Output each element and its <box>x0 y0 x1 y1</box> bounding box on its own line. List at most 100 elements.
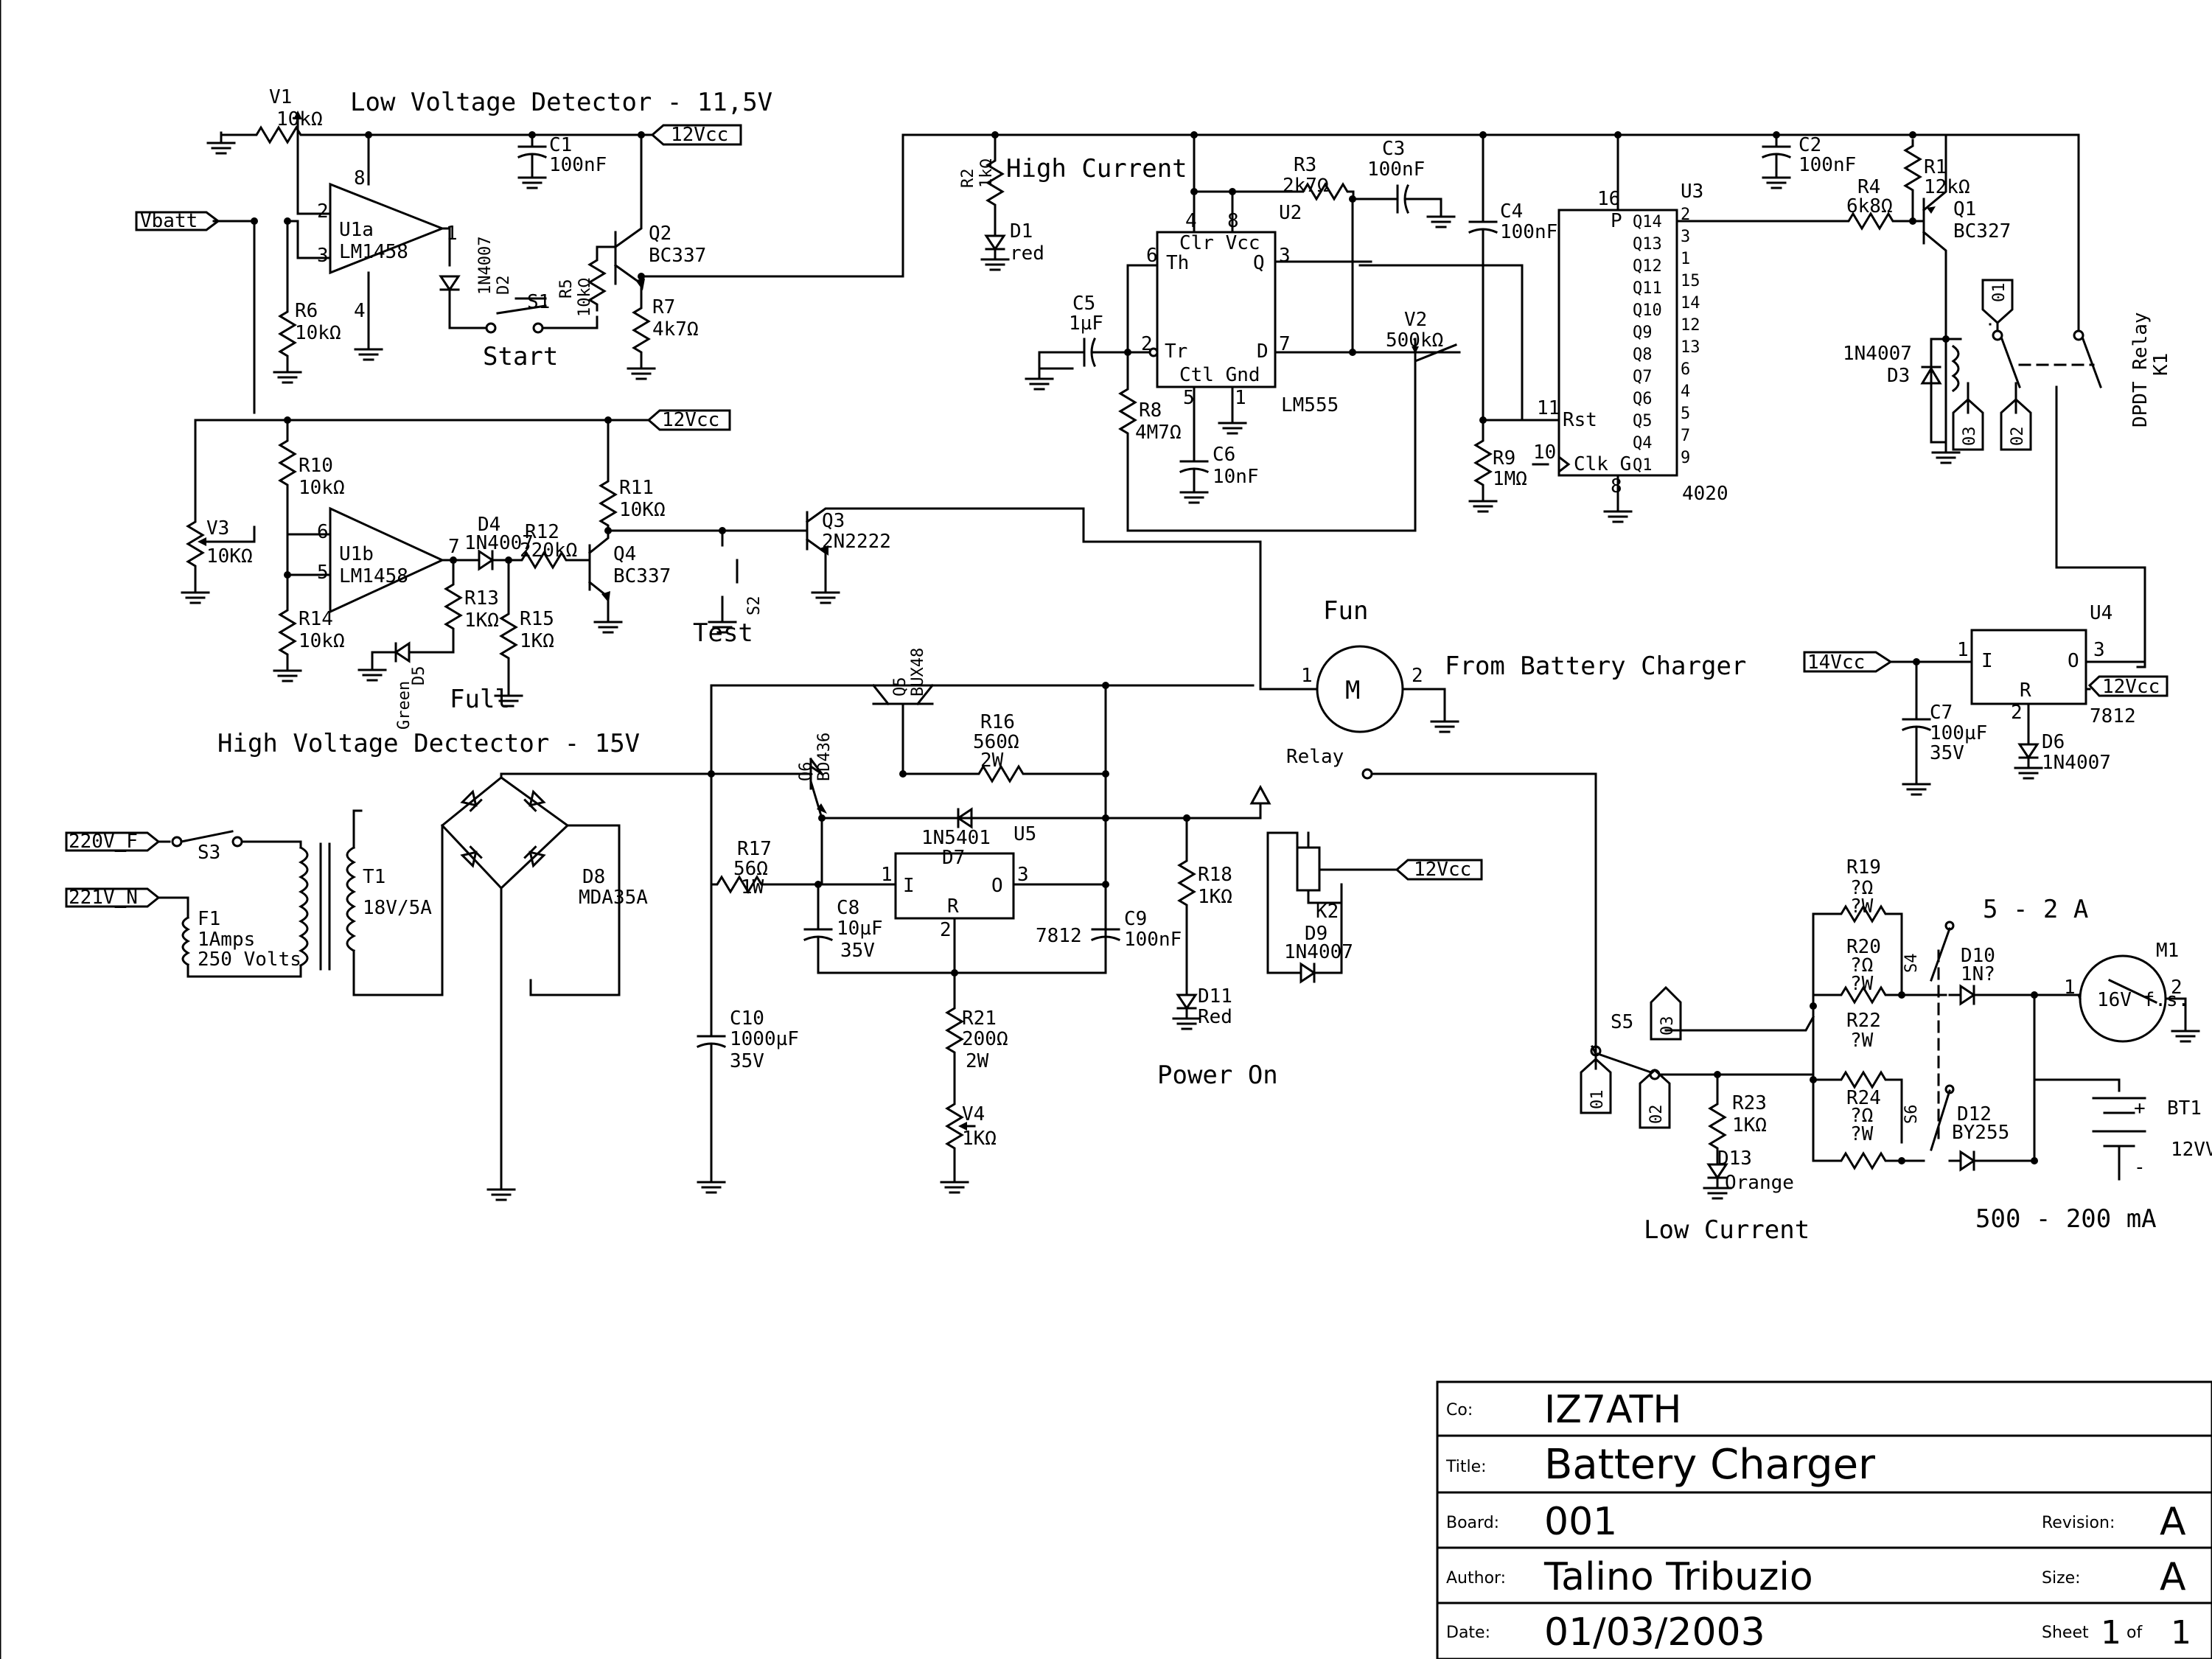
title-power-on: Power On <box>1157 1061 1278 1090</box>
label-d8: D8 <box>582 866 605 888</box>
pin-u4-3: 3 <box>2093 639 2105 661</box>
pin-fan-1: 1 <box>1301 665 1313 687</box>
label-d6: D6 <box>2042 731 2065 753</box>
label-d9: D9 <box>1305 923 1327 945</box>
pin-u5-2: 2 <box>940 919 952 941</box>
pin-4020-16: 16 <box>1597 188 1620 210</box>
value-d5: Green <box>395 681 414 730</box>
port-01-s5 <box>1580 1057 1612 1114</box>
label-u2: U2 <box>1279 202 1302 224</box>
net-label-12vcc-k2 <box>1395 859 1483 881</box>
label-k2: K2 <box>1316 901 1339 923</box>
title-low-current: Low Current <box>1644 1215 1810 1245</box>
label-d1: D1 <box>1010 220 1033 242</box>
pin-u1b-7: 7 <box>448 536 460 558</box>
lm555-timer <box>1025 131 1461 532</box>
label-v4: V4 <box>962 1103 985 1125</box>
label-u3: U3 <box>1681 181 1703 203</box>
net-vbatt-text: Vbatt <box>140 210 198 232</box>
pin-555-th: Th <box>1166 252 1189 274</box>
label-test: Test <box>693 618 753 648</box>
pin-555-tr: Tr <box>1165 340 1187 363</box>
value-r23: 1KΩ <box>1732 1114 1767 1136</box>
value-v4: 1KΩ <box>962 1128 997 1150</box>
pin-u5-i: I <box>903 875 915 897</box>
value-c4: 100nF <box>1500 221 1557 243</box>
label-c10: C10 <box>730 1007 764 1030</box>
port-03 <box>1952 397 1984 451</box>
value-q6: BD436 <box>815 733 834 781</box>
pin-m1-1: 1 <box>2064 977 2076 999</box>
pin-num-13: 13 <box>1681 338 1700 357</box>
value-q1: BC327 <box>1953 220 2011 242</box>
pin-555-d: D <box>1257 340 1269 363</box>
value-c7-voltage: 35V <box>1930 742 1964 764</box>
tb-co: IZ7ATH <box>1544 1388 1681 1432</box>
pin-num-4: 4 <box>1681 383 1690 401</box>
value-d7: 1N5401 <box>921 827 991 849</box>
net-14vcc-text: 14Vcc <box>1807 652 1865 674</box>
label-c8: C8 <box>837 897 859 919</box>
value-r16-watt: 2W <box>980 750 1004 772</box>
pin-u4-2: 2 <box>2011 702 2023 724</box>
value-c5: 1µF <box>1069 312 1103 335</box>
pin-4020-8: 8 <box>1611 475 1622 497</box>
label-m1: M1 <box>2156 940 2179 962</box>
value-r20: ?Ω <box>1850 954 1873 977</box>
tb-title: Battery Charger <box>1544 1441 1876 1489</box>
label-s4: S4 <box>1902 954 1921 974</box>
pin-q13: Q13 <box>1633 235 1662 254</box>
motor-fan-letter: M <box>1345 676 1360 705</box>
pin-u1a-3: 3 <box>317 245 329 267</box>
net-label-221v <box>65 887 161 908</box>
label-d11: D11 <box>1198 985 1232 1007</box>
title-fun: Fun <box>1323 596 1368 626</box>
value-u1a: LM1458 <box>339 241 408 263</box>
pin-q12: Q12 <box>1633 257 1662 276</box>
pin-num-1: 1 <box>1681 250 1690 268</box>
value-r24-watt: ?W <box>1850 1123 1874 1145</box>
value-c8-voltage: 35V <box>840 940 875 962</box>
port-01-top <box>1981 279 2014 325</box>
tb-size: A <box>2160 1555 2186 1599</box>
value-d6: 1N4007 <box>2042 752 2111 774</box>
label-d7: D7 <box>942 847 965 869</box>
value-c1: 100nF <box>549 154 607 176</box>
pin-555-3: 3 <box>1279 245 1291 267</box>
bt1-minus: - <box>2134 1156 2146 1178</box>
value-u3: 4020 <box>1682 483 1728 505</box>
value-r21-watt: 2W <box>966 1050 989 1072</box>
net-12vcc-mid-text: 12Vcc <box>662 409 719 431</box>
port-03-text: 03 <box>1961 427 1979 447</box>
value-f1: 1Amps <box>198 929 255 951</box>
net-label-12vcc-u4 <box>2087 675 2169 697</box>
label-d12: D12 <box>1957 1103 1992 1125</box>
pin-u5-1: 1 <box>881 864 893 886</box>
label-f1: F1 <box>198 908 220 930</box>
value-r20-watt: ?W <box>1850 973 1874 995</box>
value-d1: red <box>1010 242 1044 265</box>
label-q3: Q3 <box>822 510 845 532</box>
pin-num-3: 3 <box>1681 228 1690 246</box>
pin-u1b-6: 6 <box>317 521 329 543</box>
labels: Low Voltage Detector - 11,5V High Voltag… <box>69 86 2212 1655</box>
pin-4020-rst: Rst <box>1563 409 1597 431</box>
value-d4: 1N4007 <box>464 532 534 554</box>
label-d13: D13 <box>1717 1148 1752 1170</box>
pin-555-clr: Clr Vcc <box>1179 232 1260 254</box>
pin-4020-10: 10 <box>1533 441 1556 464</box>
label-v3: V3 <box>206 517 229 539</box>
value-r18: 1KΩ <box>1198 886 1232 908</box>
value-d9: 1N4007 <box>1284 941 1353 963</box>
pin-num-12: 12 <box>1681 316 1700 335</box>
label-q2: Q2 <box>649 223 671 245</box>
value-q3: 2N2222 <box>822 531 891 553</box>
value-r16: 560Ω <box>973 731 1019 753</box>
title-current-low: 500 - 200 mA <box>1975 1204 2157 1234</box>
label-s6: S6 <box>1902 1105 1921 1125</box>
label-r17: R17 <box>737 838 772 860</box>
port-02-s5 <box>1639 1068 1671 1129</box>
pin-q11: Q11 <box>1633 279 1662 298</box>
label-t1: T1 <box>363 866 385 888</box>
value-bt1: 12VV <box>2171 1139 2212 1161</box>
